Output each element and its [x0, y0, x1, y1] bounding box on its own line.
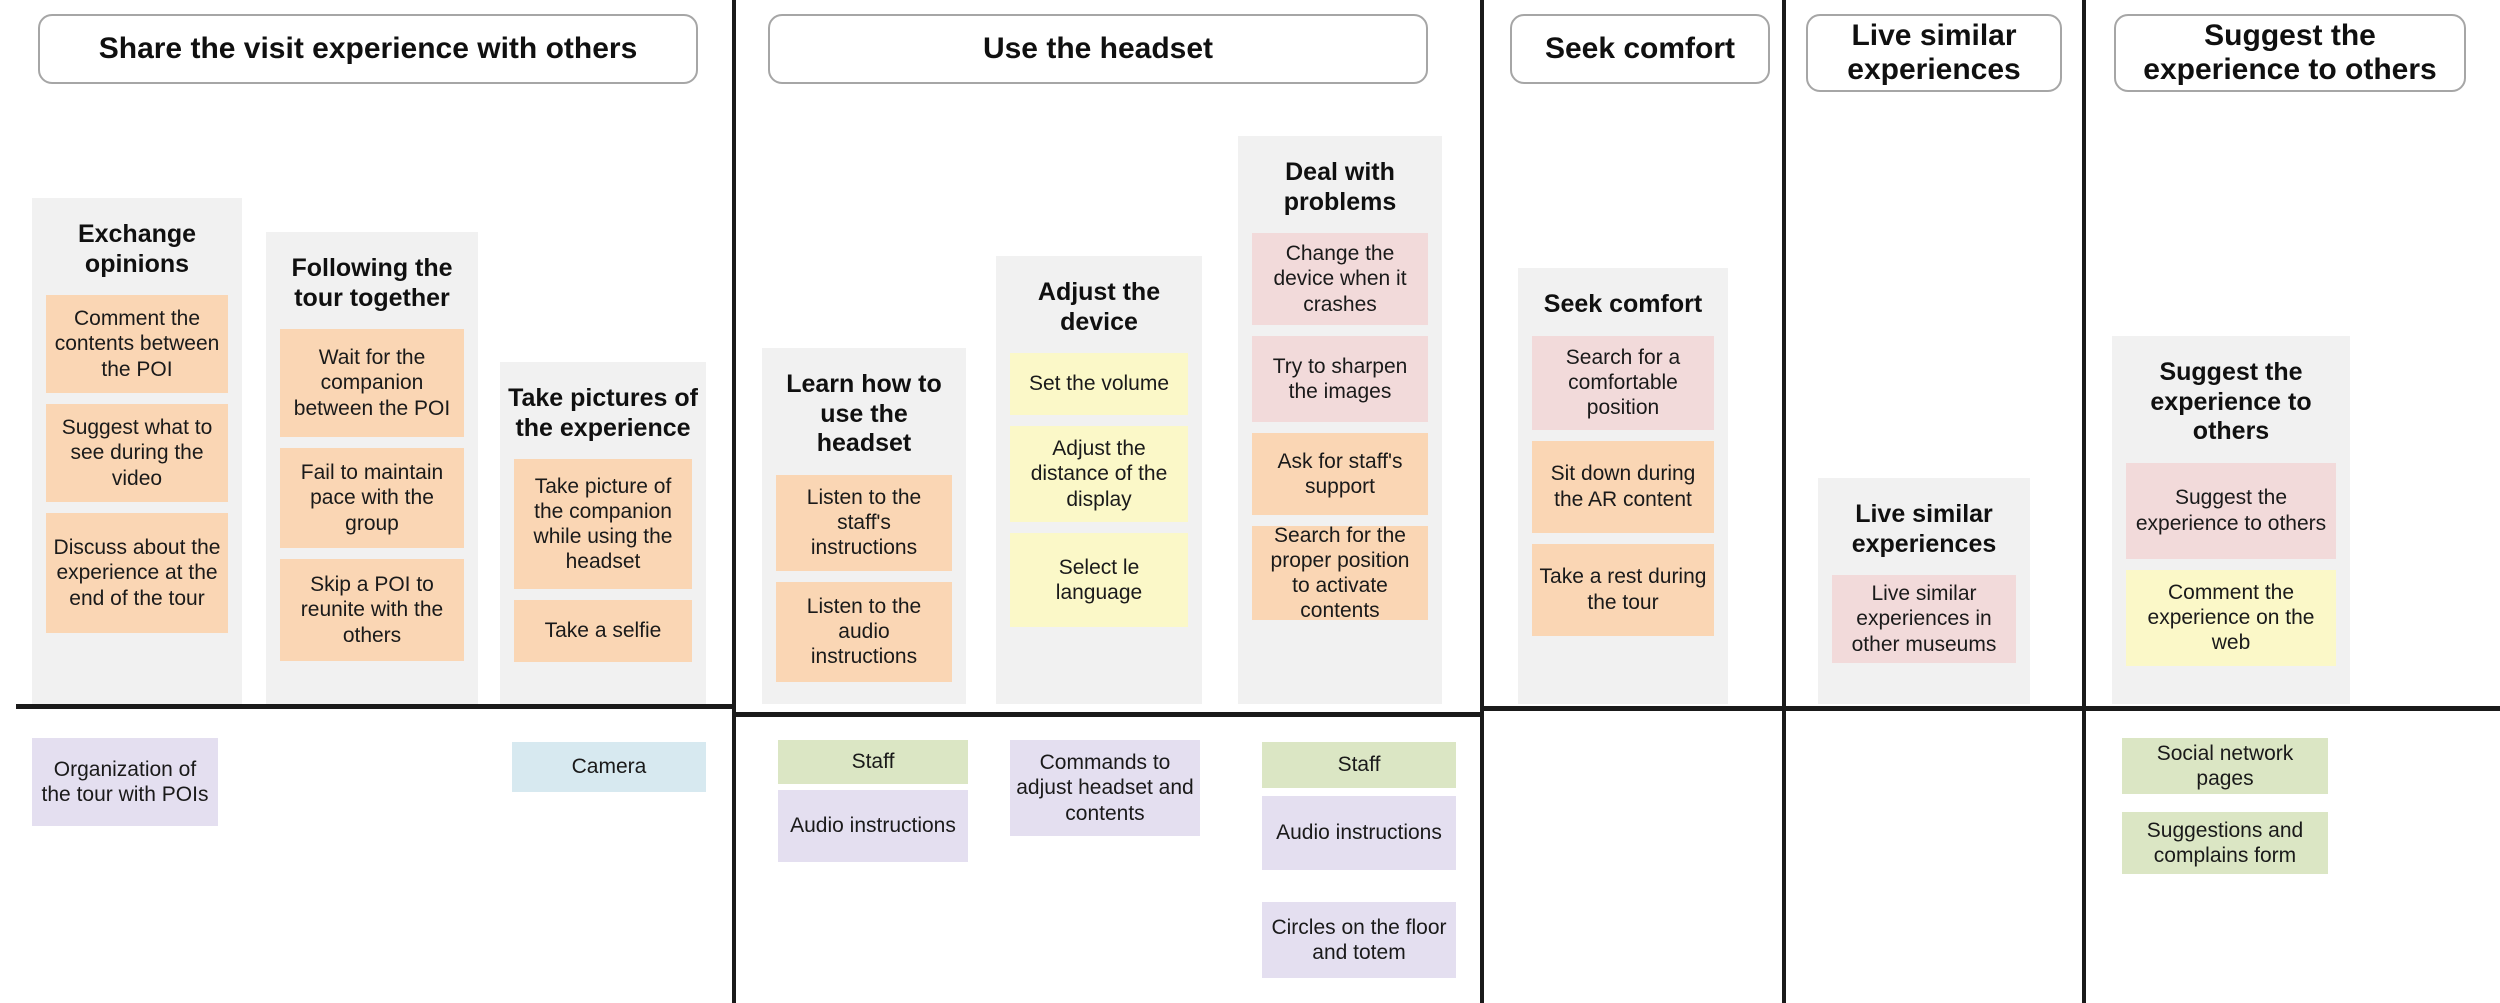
activity-card[interactable]: Ask for staff's support [1252, 433, 1428, 515]
activity-group-suggest-the-experience-to-others: Suggest the experience to others Suggest… [2112, 336, 2350, 704]
activity-card[interactable]: Live similar experiences in other museum… [1832, 575, 2016, 663]
group-card-list: Search for a comfortable position Sit do… [1518, 335, 1728, 650]
activity-group-take-pictures-of-the-experience: Take pictures of the experience Take pic… [500, 362, 706, 704]
group-card-list: Comment the contents between the POI Sug… [32, 295, 242, 647]
touchpoint-separator-phase-2 [736, 712, 1480, 717]
activity-group-learn-how-to-use-the-headset: Learn how to use the headset Listen to t… [762, 348, 966, 704]
activity-card[interactable]: Set the volume [1010, 353, 1188, 415]
activity-card[interactable]: Skip a POI to reunite with the others [280, 559, 464, 661]
group-title: Following the tour together [291, 254, 453, 312]
group-card-list: Take picture of the companion while usin… [500, 459, 706, 676]
activity-card[interactable]: Sit down during the AR content [1532, 440, 1714, 533]
activity-card[interactable]: Search for the proper position to activa… [1252, 524, 1428, 622]
group-title: Take pictures of the experience [508, 384, 698, 442]
group-card-list: Set the volume Adjust the distance of th… [996, 353, 1202, 641]
phase-header-use-the-headset[interactable]: Use the headset [768, 14, 1428, 84]
phase-divider-4 [2082, 0, 2086, 1003]
group-card-list: Change the device when it crashes Try to… [1238, 233, 1442, 634]
activity-group-following-the-tour-together: Following the tour together Wait for the… [266, 232, 478, 704]
activity-card[interactable]: Take picture of the companion while usin… [514, 459, 692, 589]
touchpoint-chip[interactable]: Audio instructions [778, 790, 968, 862]
activity-card[interactable]: Select le language [1010, 533, 1188, 627]
group-card-list: Live similar experiences in other museum… [1818, 575, 2030, 677]
group-title: Seek comfort [1543, 290, 1703, 318]
phase-header-label: Use the headset [982, 32, 1214, 66]
group-title: Exchange opinions [77, 220, 197, 278]
touchpoint-chip[interactable]: Staff [778, 740, 968, 784]
group-title: Deal with problems [1283, 158, 1397, 216]
touchpoint-chip[interactable]: Camera [512, 742, 706, 792]
phase-header-label: Seek comfort [1544, 32, 1736, 66]
touchpoint-chip[interactable]: Social network pages [2122, 738, 2328, 794]
touchpoint-chip[interactable]: Circles on the floor and totem [1262, 902, 1456, 978]
activity-card[interactable]: Discuss about the experience at the end … [46, 513, 228, 633]
activity-card[interactable]: Listen to the audio instructions [776, 581, 952, 682]
phase-header-share-visit-experience[interactable]: Share the visit experience with others [38, 14, 698, 84]
phase-header-label: Live similar experiences [1847, 19, 2021, 86]
touchpoint-chip[interactable]: Audio instructions [1262, 796, 1456, 870]
touchpoint-separator-phase-3 [1484, 706, 1782, 711]
phase-divider-2 [1480, 0, 1484, 1003]
phase-header-live-similar-experiences[interactable]: Live similar experiences [1806, 14, 2062, 92]
activity-group-deal-with-problems: Deal with problems Change the device whe… [1238, 136, 1442, 704]
group-title: Suggest the experience to others [2150, 358, 2312, 445]
phase-header-seek-comfort[interactable]: Seek comfort [1510, 14, 1770, 84]
activity-group-adjust-the-device: Adjust the device Set the volume Adjust … [996, 256, 1202, 704]
group-card-list: Listen to the staff's instructions Liste… [762, 474, 966, 696]
activity-card[interactable]: Change the device when it crashes [1252, 233, 1428, 325]
touchpoint-separator-phase-5 [2086, 706, 2500, 711]
activity-card[interactable]: Take a selfie [514, 600, 692, 662]
activity-card[interactable]: Fail to maintain pace with the group [280, 448, 464, 548]
touchpoint-separator-phase-4 [1786, 706, 2082, 711]
group-card-list: Wait for the companion between the POI F… [266, 329, 478, 675]
activity-card[interactable]: Wait for the companion between the POI [280, 329, 464, 437]
activity-card[interactable]: Suggest the experience to others [2126, 462, 2336, 559]
group-title: Learn how to use the headset [786, 370, 942, 457]
activity-card[interactable]: Suggest what to see during the video [46, 404, 228, 502]
touchpoint-chip[interactable]: Staff [1262, 742, 1456, 788]
activity-group-live-similar-experiences: Live similar experiences Live similar ex… [1818, 478, 2030, 704]
group-card-list: Suggest the experience to others Comment… [2112, 462, 2350, 680]
phase-divider-1 [732, 0, 736, 1003]
group-title: Live similar experiences [1851, 500, 1997, 558]
group-title: Adjust the device [1037, 278, 1161, 336]
activity-group-seek-comfort: Seek comfort Search for a comfortable po… [1518, 268, 1728, 704]
touchpoint-chip[interactable]: Commands to adjust headset and contents [1010, 740, 1200, 836]
activity-group-exchange-opinions: Exchange opinions Comment the contents b… [32, 198, 242, 704]
touchpoint-chip[interactable]: Suggestions and complains form [2122, 812, 2328, 874]
touchpoint-chip[interactable]: Organization of the tour with POIs [32, 738, 218, 826]
phase-header-label: Share the visit experience with others [98, 32, 638, 66]
activity-card[interactable]: Comment the experience on the web [2126, 569, 2336, 666]
activity-card[interactable]: Listen to the staff's instructions [776, 474, 952, 571]
activity-card[interactable]: Search for a comfortable position [1532, 335, 1714, 430]
activity-card[interactable]: Comment the contents between the POI [46, 295, 228, 393]
activity-card[interactable]: Take a rest during the tour [1532, 543, 1714, 636]
activity-card[interactable]: Try to sharpen the images [1252, 336, 1428, 422]
phase-divider-3 [1782, 0, 1786, 1003]
phase-header-suggest-the-experience-to-others[interactable]: Suggest the experience to others [2114, 14, 2466, 92]
activity-card[interactable]: Adjust the distance of the display [1010, 426, 1188, 522]
phase-header-label: Suggest the experience to others [2143, 19, 2437, 86]
touchpoint-separator-phase-1 [16, 704, 732, 709]
